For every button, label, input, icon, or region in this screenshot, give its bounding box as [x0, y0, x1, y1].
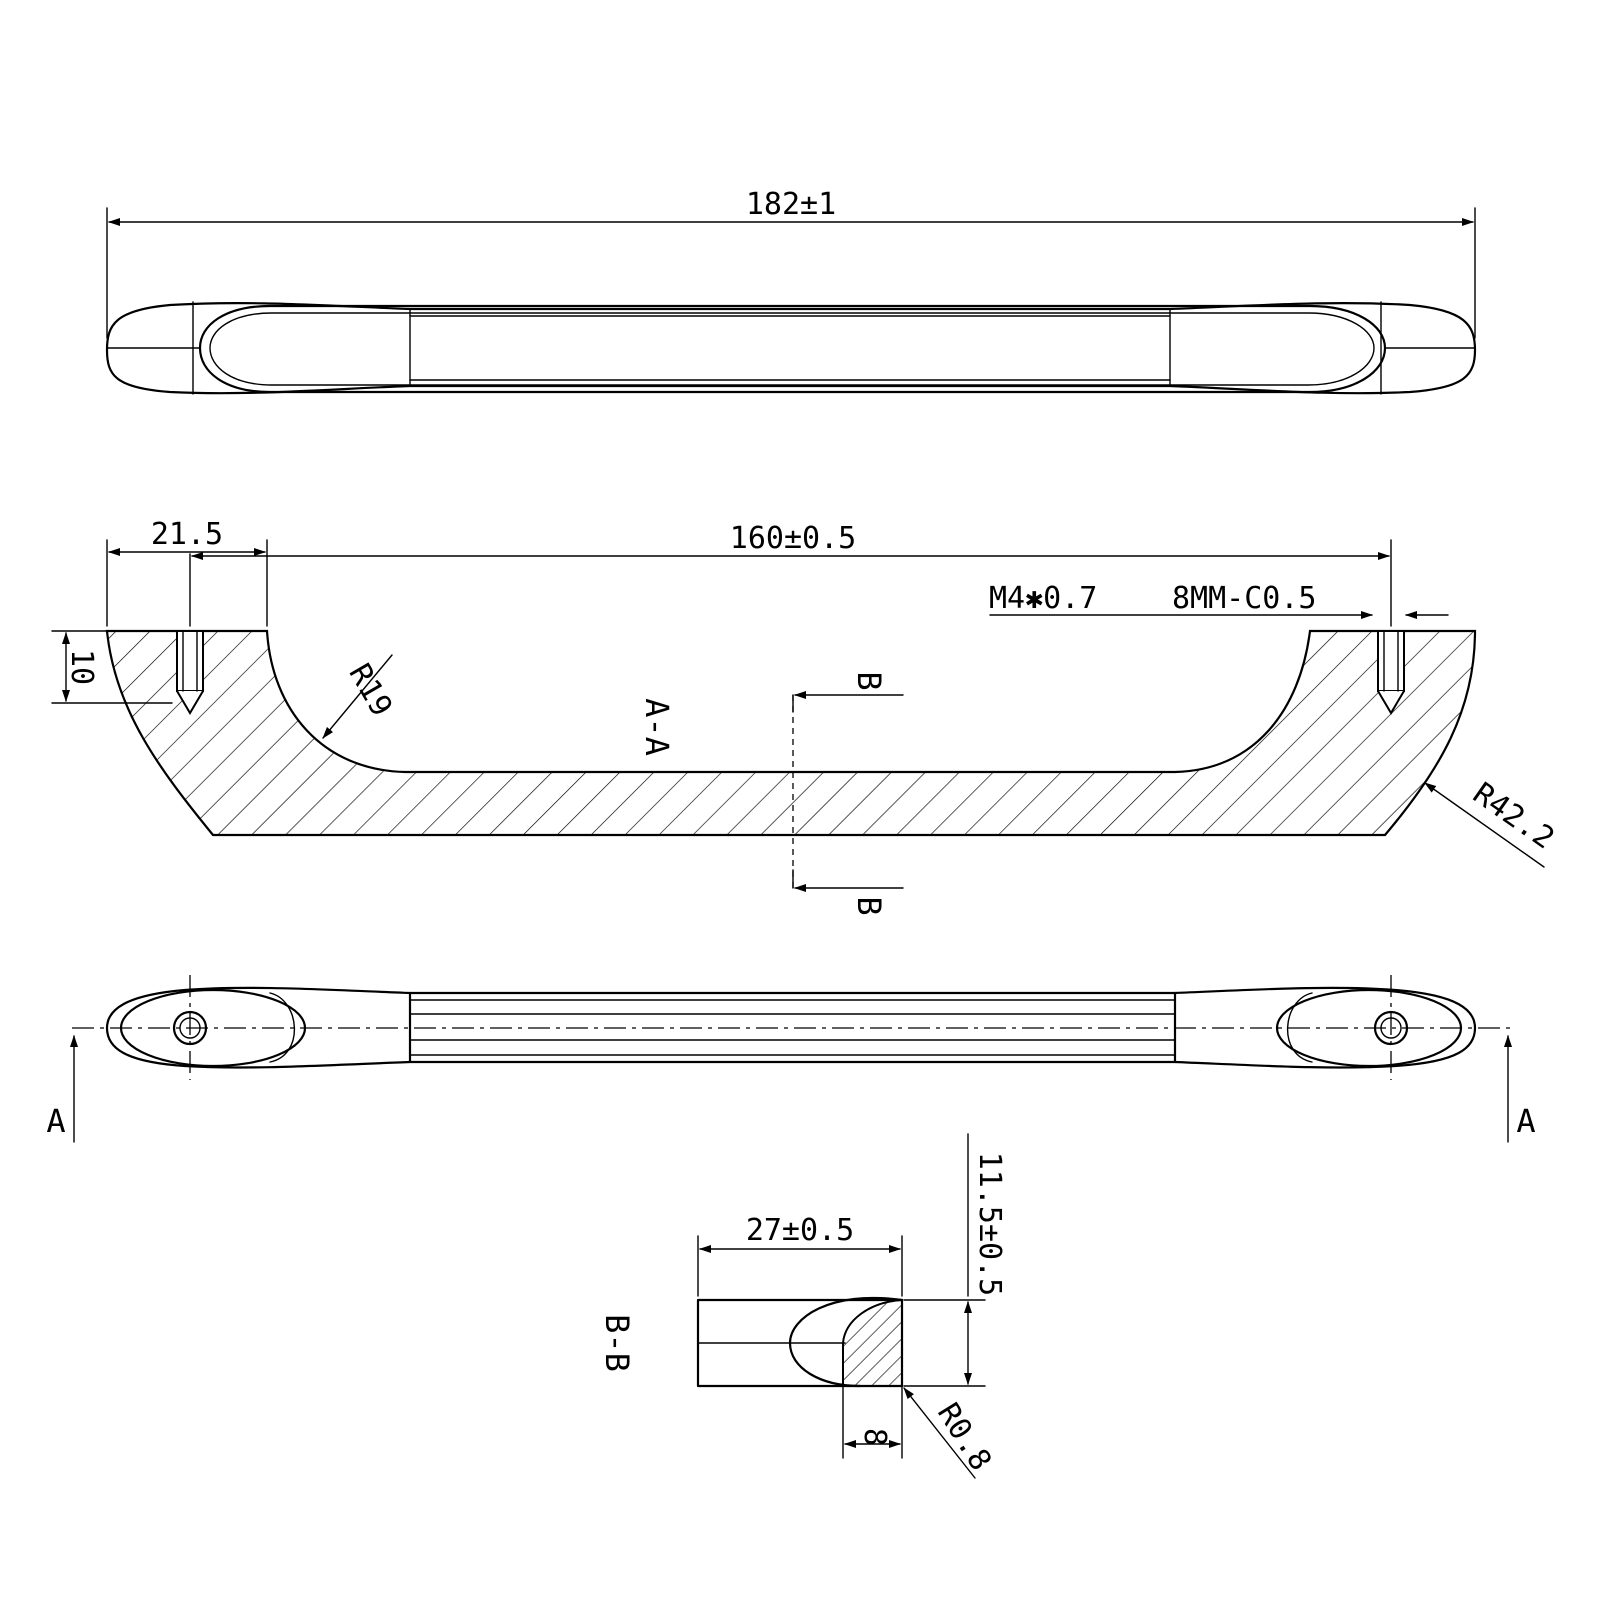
dim-thread: M4✱0.7 [989, 581, 1097, 616]
label-cut-a-left: A [46, 1102, 65, 1140]
label-cut-a-right: A [1516, 1102, 1535, 1140]
dim-hole-spacing: 160±0.5 [730, 521, 856, 556]
top-view-outline [105, 301, 1477, 395]
dim-section-flat: 8 [857, 1428, 892, 1446]
bottom-view-outline [105, 986, 1477, 1069]
dim-end-offset: 21.5 [151, 517, 223, 552]
section-aa [51, 539, 1545, 892]
top-view-recess-outer [198, 304, 1387, 394]
section-aa-body [105, 629, 1477, 837]
dim-section-height: 11.5±0.5 [972, 1152, 1007, 1297]
label-section-aa: A-A [638, 698, 676, 756]
section-bb [696, 1133, 986, 1479]
label-cut-b-top: B [850, 671, 888, 690]
dim-edge-radius: R0.8 [930, 1397, 998, 1477]
label-section-bb: B-B [598, 1314, 636, 1372]
dim-thread-depth: 8MM-C0.5 [1172, 581, 1317, 616]
section-bb-cut [842, 1298, 903, 1387]
dim-hole-depth: 10 [64, 649, 99, 685]
dim-inner-radius: R19 [342, 658, 399, 722]
bottom-view [70, 975, 1512, 1143]
dim-outer-radius: R42.2 [1466, 776, 1560, 856]
top-view [105, 207, 1477, 395]
dim-overall-length: 182±1 [746, 187, 836, 222]
dim-section-width: 27±0.5 [746, 1213, 854, 1248]
label-cut-b-bottom: B [850, 896, 888, 915]
top-view-recess-inner [209, 312, 1375, 386]
